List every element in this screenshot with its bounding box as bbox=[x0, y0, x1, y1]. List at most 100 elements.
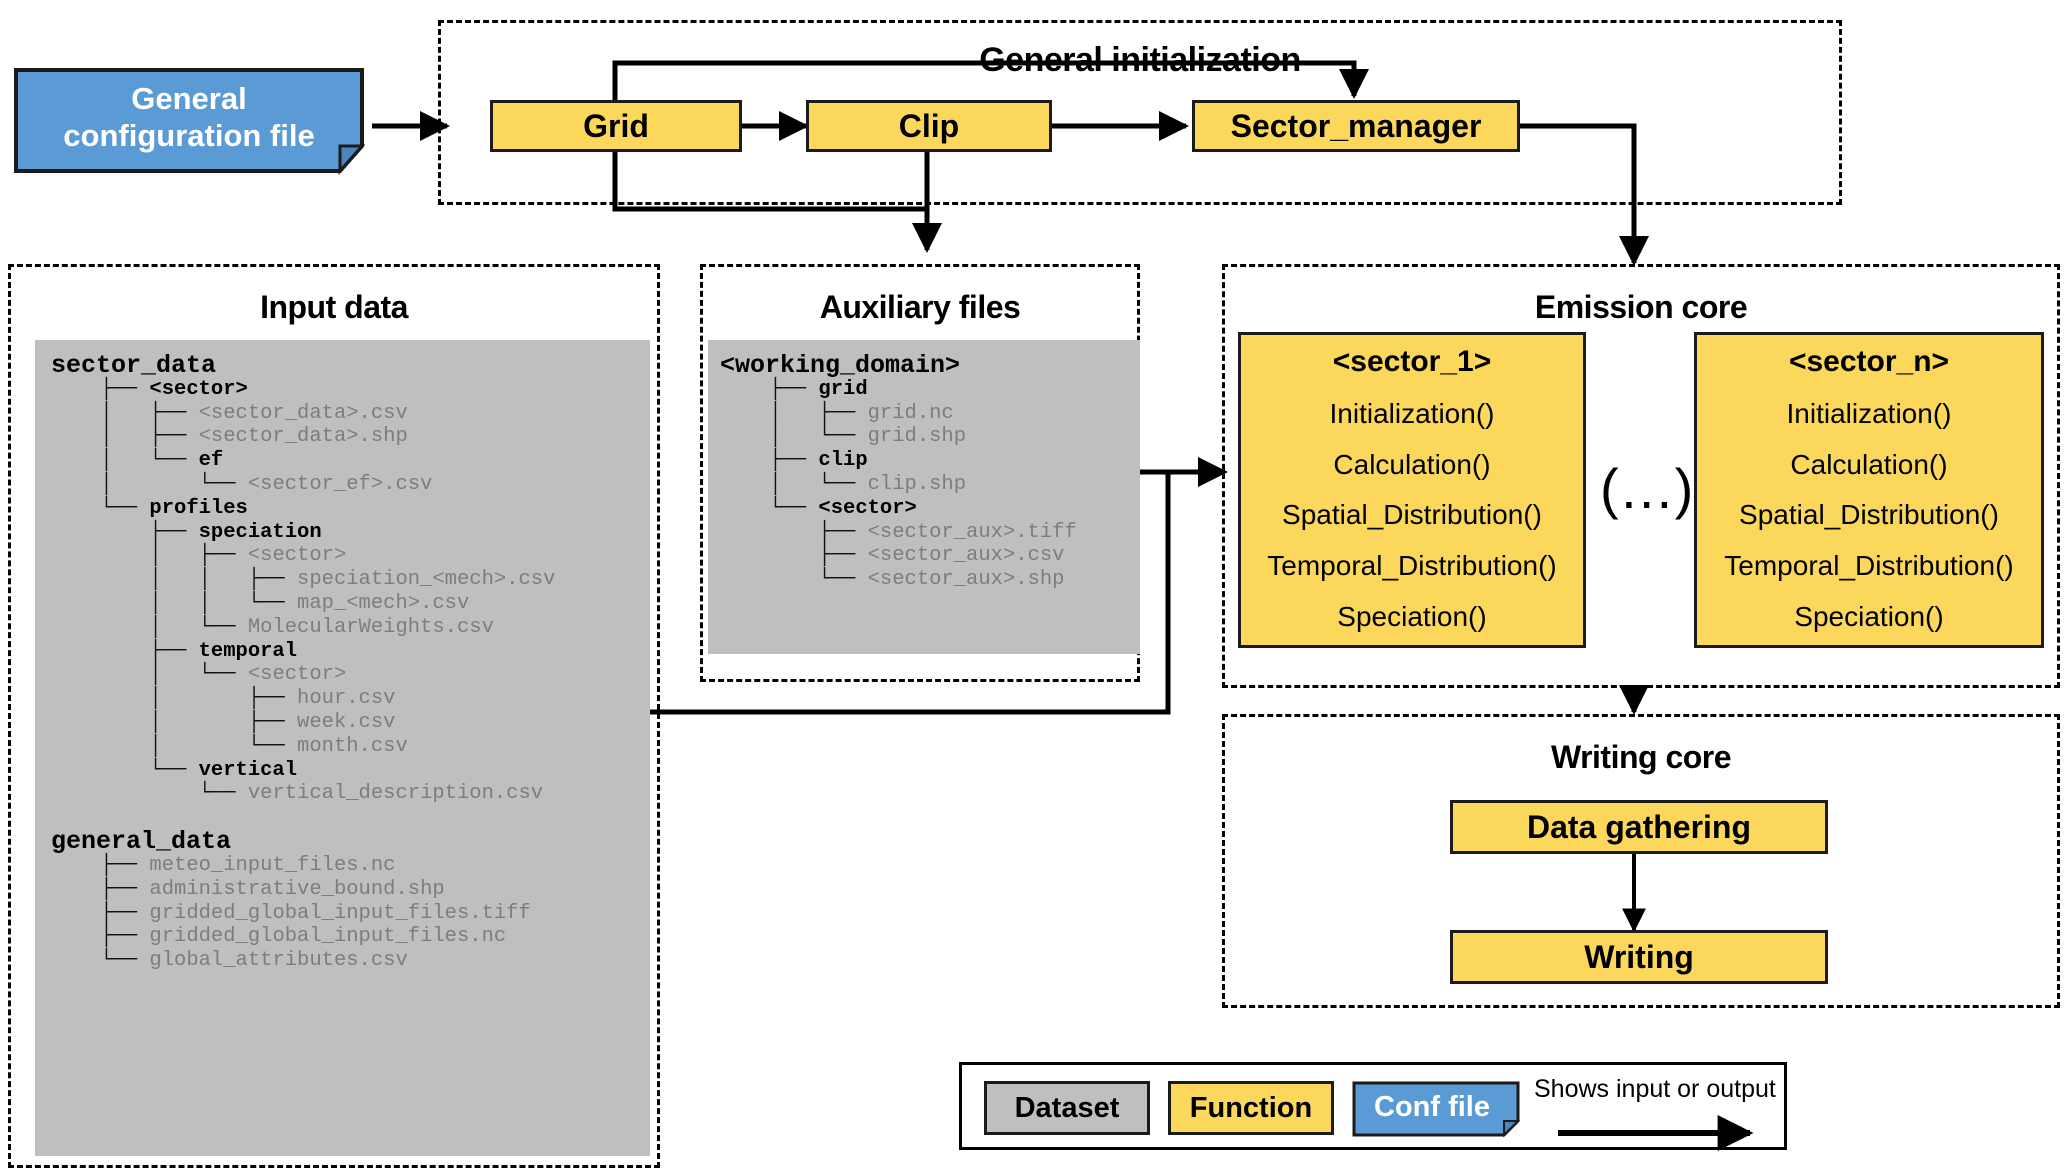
tree-guide: ├── bbox=[51, 377, 150, 401]
tree-file-label: grid.nc bbox=[867, 401, 954, 425]
tree-guide: └── bbox=[51, 496, 150, 520]
function-box-sector-manager-label: Sector_manager bbox=[1230, 107, 1482, 144]
tree-guide: │ └── bbox=[51, 449, 199, 473]
sector-card-1-title: <sector_1> bbox=[1332, 345, 1492, 378]
tree-root-label: general_data bbox=[51, 827, 232, 857]
tree-row: ├── <sector_aux>.csv bbox=[720, 544, 1140, 568]
tree-guide: │ └── bbox=[51, 472, 248, 496]
tree-guide: │ ├── bbox=[51, 710, 298, 734]
tree-guide: │ ├── bbox=[51, 687, 298, 711]
legend-function-label: Function bbox=[1189, 1091, 1313, 1124]
tree-row: ├── temporal bbox=[51, 640, 650, 664]
tree-row: │ └── month.csv bbox=[51, 735, 650, 759]
sector-card-1-method-3: Temporal_Distribution() bbox=[1267, 550, 1557, 582]
sector-card-1-method-4: Speciation() bbox=[1337, 600, 1487, 632]
tree-file-label: week.csv bbox=[297, 710, 396, 734]
tree-row: │ ├── grid.nc bbox=[720, 402, 1140, 426]
tree-file-label: map_<mech>.csv bbox=[297, 591, 470, 615]
tree-row: ├── administrative_bound.shp bbox=[51, 878, 650, 902]
tree-row: │ └── <sector_ef>.csv bbox=[51, 473, 650, 497]
tree-row: │ └── <sector> bbox=[51, 663, 650, 687]
tree-row: ├── speciation bbox=[51, 521, 650, 545]
emission-core-title: Emission core bbox=[1534, 289, 1748, 325]
sector-card-1-method-2: Spatial_Distribution() bbox=[1282, 499, 1542, 531]
sector-card-n-method-0: Initialization() bbox=[1786, 397, 1952, 429]
tree-file-label: <sector_data>.shp bbox=[198, 425, 408, 449]
writing-core-title: Writing core bbox=[1550, 739, 1732, 775]
tree-row: └── <sector> bbox=[720, 497, 1140, 521]
conf-file-line1: General bbox=[131, 81, 247, 117]
tree-row: │ ├── week.csv bbox=[51, 711, 650, 735]
auxiliary-files-tree: <working_domain> ├── grid │ ├── grid.nc … bbox=[720, 353, 1140, 592]
arrow-sectormanager-to-emissioncore bbox=[1520, 123, 1649, 266]
legend-conf-file-fold bbox=[1503, 1120, 1521, 1138]
tree-guide: └── bbox=[51, 758, 199, 782]
tree-guide: │ └── bbox=[51, 615, 248, 639]
tree-dir-label: ef bbox=[198, 449, 224, 473]
function-box-grid[interactable]: Grid bbox=[490, 100, 742, 152]
tree-row: general_data bbox=[51, 827, 650, 857]
tree-row: ├── gridded_global_input_files.nc bbox=[51, 925, 650, 949]
tree-dir-label: speciation bbox=[198, 520, 322, 544]
tree-row: sector_data bbox=[51, 351, 650, 380]
tree-dir-label: profiles bbox=[149, 496, 248, 520]
legend-chip-dataset: Dataset bbox=[984, 1081, 1150, 1135]
legend-conf-file-label: Conf file bbox=[1374, 1090, 1490, 1123]
arrow-grid-to-sectormanager-top bbox=[612, 60, 1369, 100]
tree-row: │ └── grid.shp bbox=[720, 425, 1140, 449]
tree-guide: ├── bbox=[51, 853, 150, 877]
tree-row: │ │ ├── speciation_<mech>.csv bbox=[51, 568, 650, 592]
tree-file-label: month.csv bbox=[297, 734, 408, 758]
function-box-clip[interactable]: Clip bbox=[806, 100, 1052, 152]
tree-guide: │ └── bbox=[51, 663, 248, 687]
tree-guide: │ └── bbox=[720, 472, 868, 496]
tree-guide: └── bbox=[720, 496, 819, 520]
tree-file-label: <sector_aux>.tiff bbox=[867, 520, 1077, 544]
function-box-data-gathering-label: Data gathering bbox=[1526, 808, 1752, 845]
sector-card-n[interactable]: <sector_n> Initialization() Calculation(… bbox=[1694, 332, 2044, 648]
tree-dir-label: clip bbox=[818, 449, 868, 473]
general-configuration-file[interactable]: General configuration file bbox=[14, 68, 366, 175]
tree-guide: ├── bbox=[51, 925, 150, 949]
tree-guide: │ └── bbox=[720, 425, 868, 449]
writing-core-panel: Writing core bbox=[1222, 714, 2060, 1008]
tree-file-label: <sector> bbox=[247, 663, 347, 687]
sector-card-1-method-0: Initialization() bbox=[1329, 397, 1495, 429]
tree-root-label: sector_data bbox=[51, 351, 217, 380]
function-box-writing[interactable]: Writing bbox=[1450, 930, 1828, 984]
tree-guide: │ ├── bbox=[51, 425, 199, 449]
tree-row: <working_domain> bbox=[720, 353, 1140, 378]
tree-guide: ├── bbox=[720, 377, 819, 401]
tree-file-label: gridded_global_input_files.tiff bbox=[149, 901, 531, 925]
tree-guide: ├── bbox=[51, 901, 150, 925]
line-grid-to-aux-bus bbox=[612, 152, 927, 212]
tree-row: ├── <sector> bbox=[51, 378, 650, 402]
tree-file-label: <sector_data>.csv bbox=[198, 401, 408, 425]
tree-row: │ └── clip.shp bbox=[720, 473, 1140, 497]
tree-file-label: vertical_description.csv bbox=[247, 782, 544, 806]
tree-row: ├── grid bbox=[720, 378, 1140, 402]
tree-file-label: <sector_ef>.csv bbox=[247, 472, 433, 496]
tree-guide: │ ├── bbox=[720, 401, 868, 425]
function-box-data-gathering[interactable]: Data gathering bbox=[1450, 800, 1828, 854]
tree-file-label: <sector_aux>.csv bbox=[867, 544, 1065, 568]
function-box-sector-manager[interactable]: Sector_manager bbox=[1192, 100, 1520, 152]
tree-file-label: <sector> bbox=[247, 544, 347, 568]
sector-card-1[interactable]: <sector_1> Initialization() Calculation(… bbox=[1238, 332, 1586, 648]
function-box-grid-label: Grid bbox=[583, 107, 649, 144]
tree-row: │ └── MolecularWeights.csv bbox=[51, 616, 650, 640]
tree-file-label: meteo_input_files.nc bbox=[149, 853, 396, 877]
auxiliary-files-dataset: <working_domain> ├── grid │ ├── grid.nc … bbox=[708, 340, 1140, 654]
tree-row: ├── gridded_global_input_files.tiff bbox=[51, 902, 650, 926]
tree-row: └── profiles bbox=[51, 497, 650, 521]
conf-file-line2: configuration file bbox=[63, 118, 315, 153]
tree-file-label: global_attributes.csv bbox=[149, 949, 408, 973]
tree-file-label: <sector_aux>.shp bbox=[867, 568, 1065, 592]
legend-chip-function: Function bbox=[1168, 1081, 1334, 1135]
tree-row: │ ├── <sector_data>.shp bbox=[51, 425, 650, 449]
sector-card-n-method-2: Spatial_Distribution() bbox=[1739, 499, 1999, 531]
tree-guide: ├── bbox=[720, 520, 868, 544]
tree-guide: │ ├── bbox=[51, 401, 199, 425]
